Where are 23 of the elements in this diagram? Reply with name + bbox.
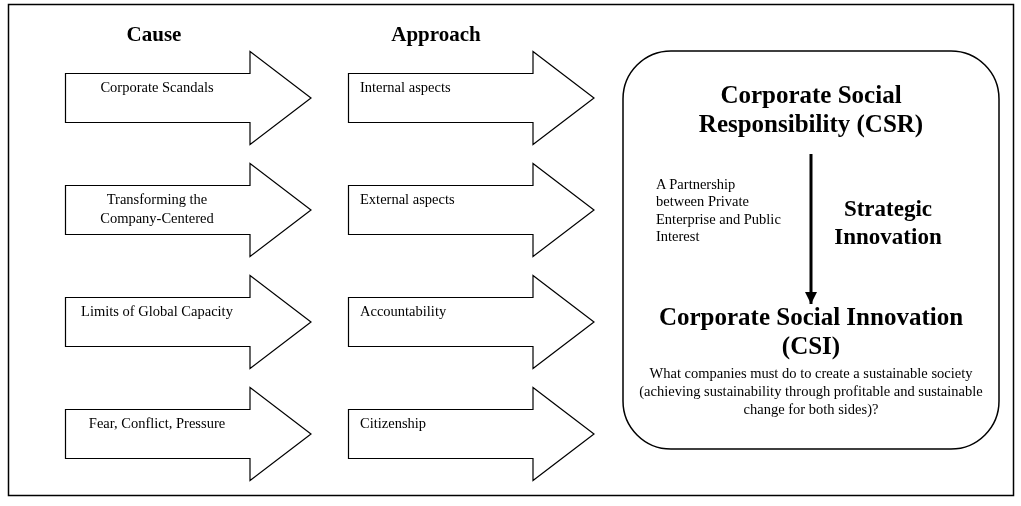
arrow-label: Accountability bbox=[360, 302, 448, 321]
pointer-shape bbox=[348, 51, 595, 145]
column-heading: Approach bbox=[390, 22, 482, 48]
pointer-shape bbox=[65, 163, 312, 257]
arrow-label: Limits of Global Capacity bbox=[80, 302, 234, 321]
arrow-label: Transforming the Company-Centered bbox=[99, 190, 215, 228]
pointer-shape bbox=[65, 387, 312, 481]
pointer-shape bbox=[348, 163, 595, 257]
arrow-label: Citizenship bbox=[360, 414, 428, 433]
arrow-label: Internal aspects bbox=[360, 78, 452, 97]
arrow-label: Corporate Scandals bbox=[99, 78, 215, 97]
description: What companies must do to create a sustainable society (achieving sustainability through profitable and sustainable change for both sides)? bbox=[638, 364, 984, 418]
heading: Corporate Social Responsibility (CSR) bbox=[697, 80, 925, 138]
pointer-shape bbox=[348, 275, 595, 369]
arrow-label: External aspects bbox=[360, 190, 456, 209]
column-heading: Cause bbox=[125, 22, 183, 48]
rounded-panel bbox=[622, 50, 1000, 450]
heading: Corporate Social Innovation (CSI) bbox=[657, 302, 965, 360]
pointer-shape bbox=[348, 387, 595, 481]
pointer-shape bbox=[65, 51, 312, 145]
arrow-label: Fear, Conflict, Pressure bbox=[87, 414, 227, 433]
note-text: A Partnership between Private Enterprise and Public Interest bbox=[656, 176, 782, 246]
pointer-shape bbox=[65, 275, 312, 369]
